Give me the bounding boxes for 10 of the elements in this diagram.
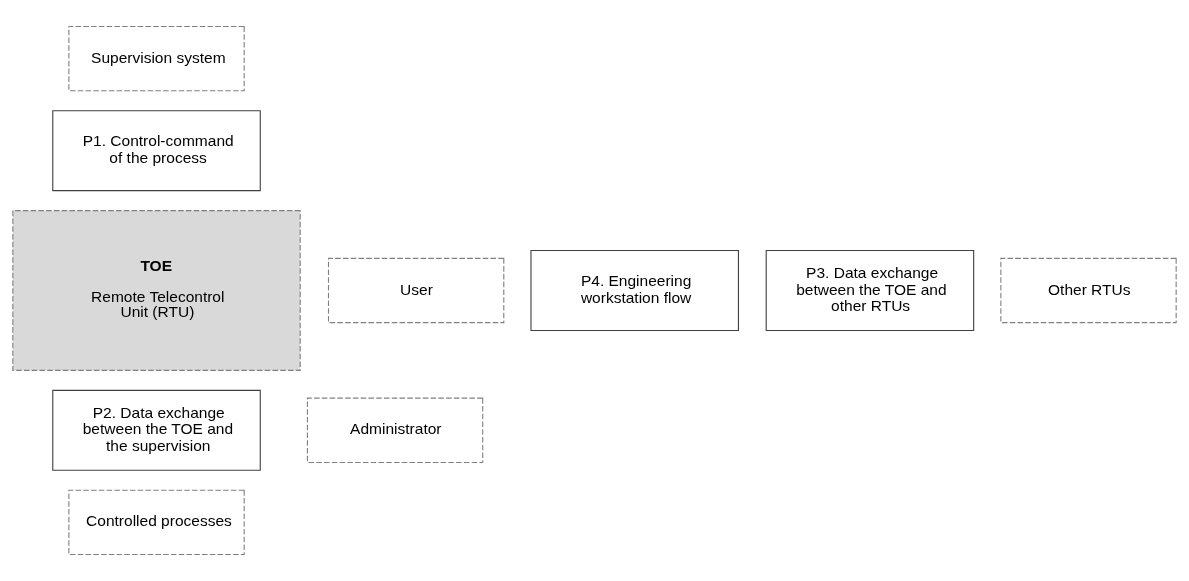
node-box: Controlled processes — [68, 489, 245, 556]
node-box: Other RTUs — [1000, 257, 1177, 324]
node-box: Administrator — [306, 397, 484, 464]
node-box: P3. Data exchange between the TOE and other RTUs — [765, 250, 975, 331]
node-box: Supervision system — [68, 25, 245, 92]
node-box: TOE Remote Telecontrol Unit (RTU) — [12, 210, 301, 371]
node-box: User — [327, 257, 505, 324]
node-box: P1. Control-command of the process — [52, 110, 261, 192]
node-box: P4. Engineering workstation flow — [530, 250, 739, 331]
node-box: P2. Data exchange between the TOE and the supervision — [52, 389, 261, 471]
